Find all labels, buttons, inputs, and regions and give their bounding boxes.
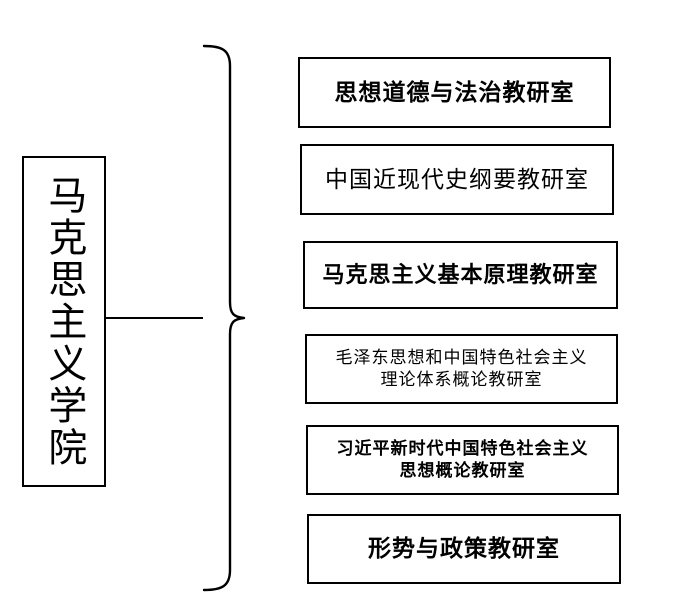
trunk-connector-line <box>105 317 203 319</box>
department-box-3[interactable]: 马克思主义基本原理教研室 <box>303 241 618 309</box>
department-box-2[interactable]: 中国近现代史纲要教研室 <box>300 144 614 215</box>
department-label-2: 中国近现代史纲要教研室 <box>325 166 589 192</box>
department-label-1: 思想道德与法治教研室 <box>334 79 575 105</box>
curly-brace-connector <box>196 44 276 592</box>
root-node-label: 马克思主义学院 <box>42 174 86 469</box>
department-box-1[interactable]: 思想道德与法治教研室 <box>298 57 611 128</box>
department-label-3: 马克思主义基本原理教研室 <box>322 261 599 287</box>
department-box-6[interactable]: 形势与政策教研室 <box>307 514 621 584</box>
root-node-college[interactable]: 马克思主义学院 <box>22 156 106 487</box>
department-label-5: 习近平新时代中国特色社会主义 思想概论教研室 <box>336 439 589 480</box>
department-box-4[interactable]: 毛泽东思想和中国特色社会主义 理论体系概论教研室 <box>305 334 618 404</box>
department-label-6: 形势与政策教研室 <box>368 536 560 562</box>
department-box-5[interactable]: 习近平新时代中国特色社会主义 思想概论教研室 <box>306 425 619 495</box>
department-label-4: 毛泽东思想和中国特色社会主义 理论体系概论教研室 <box>335 348 588 389</box>
